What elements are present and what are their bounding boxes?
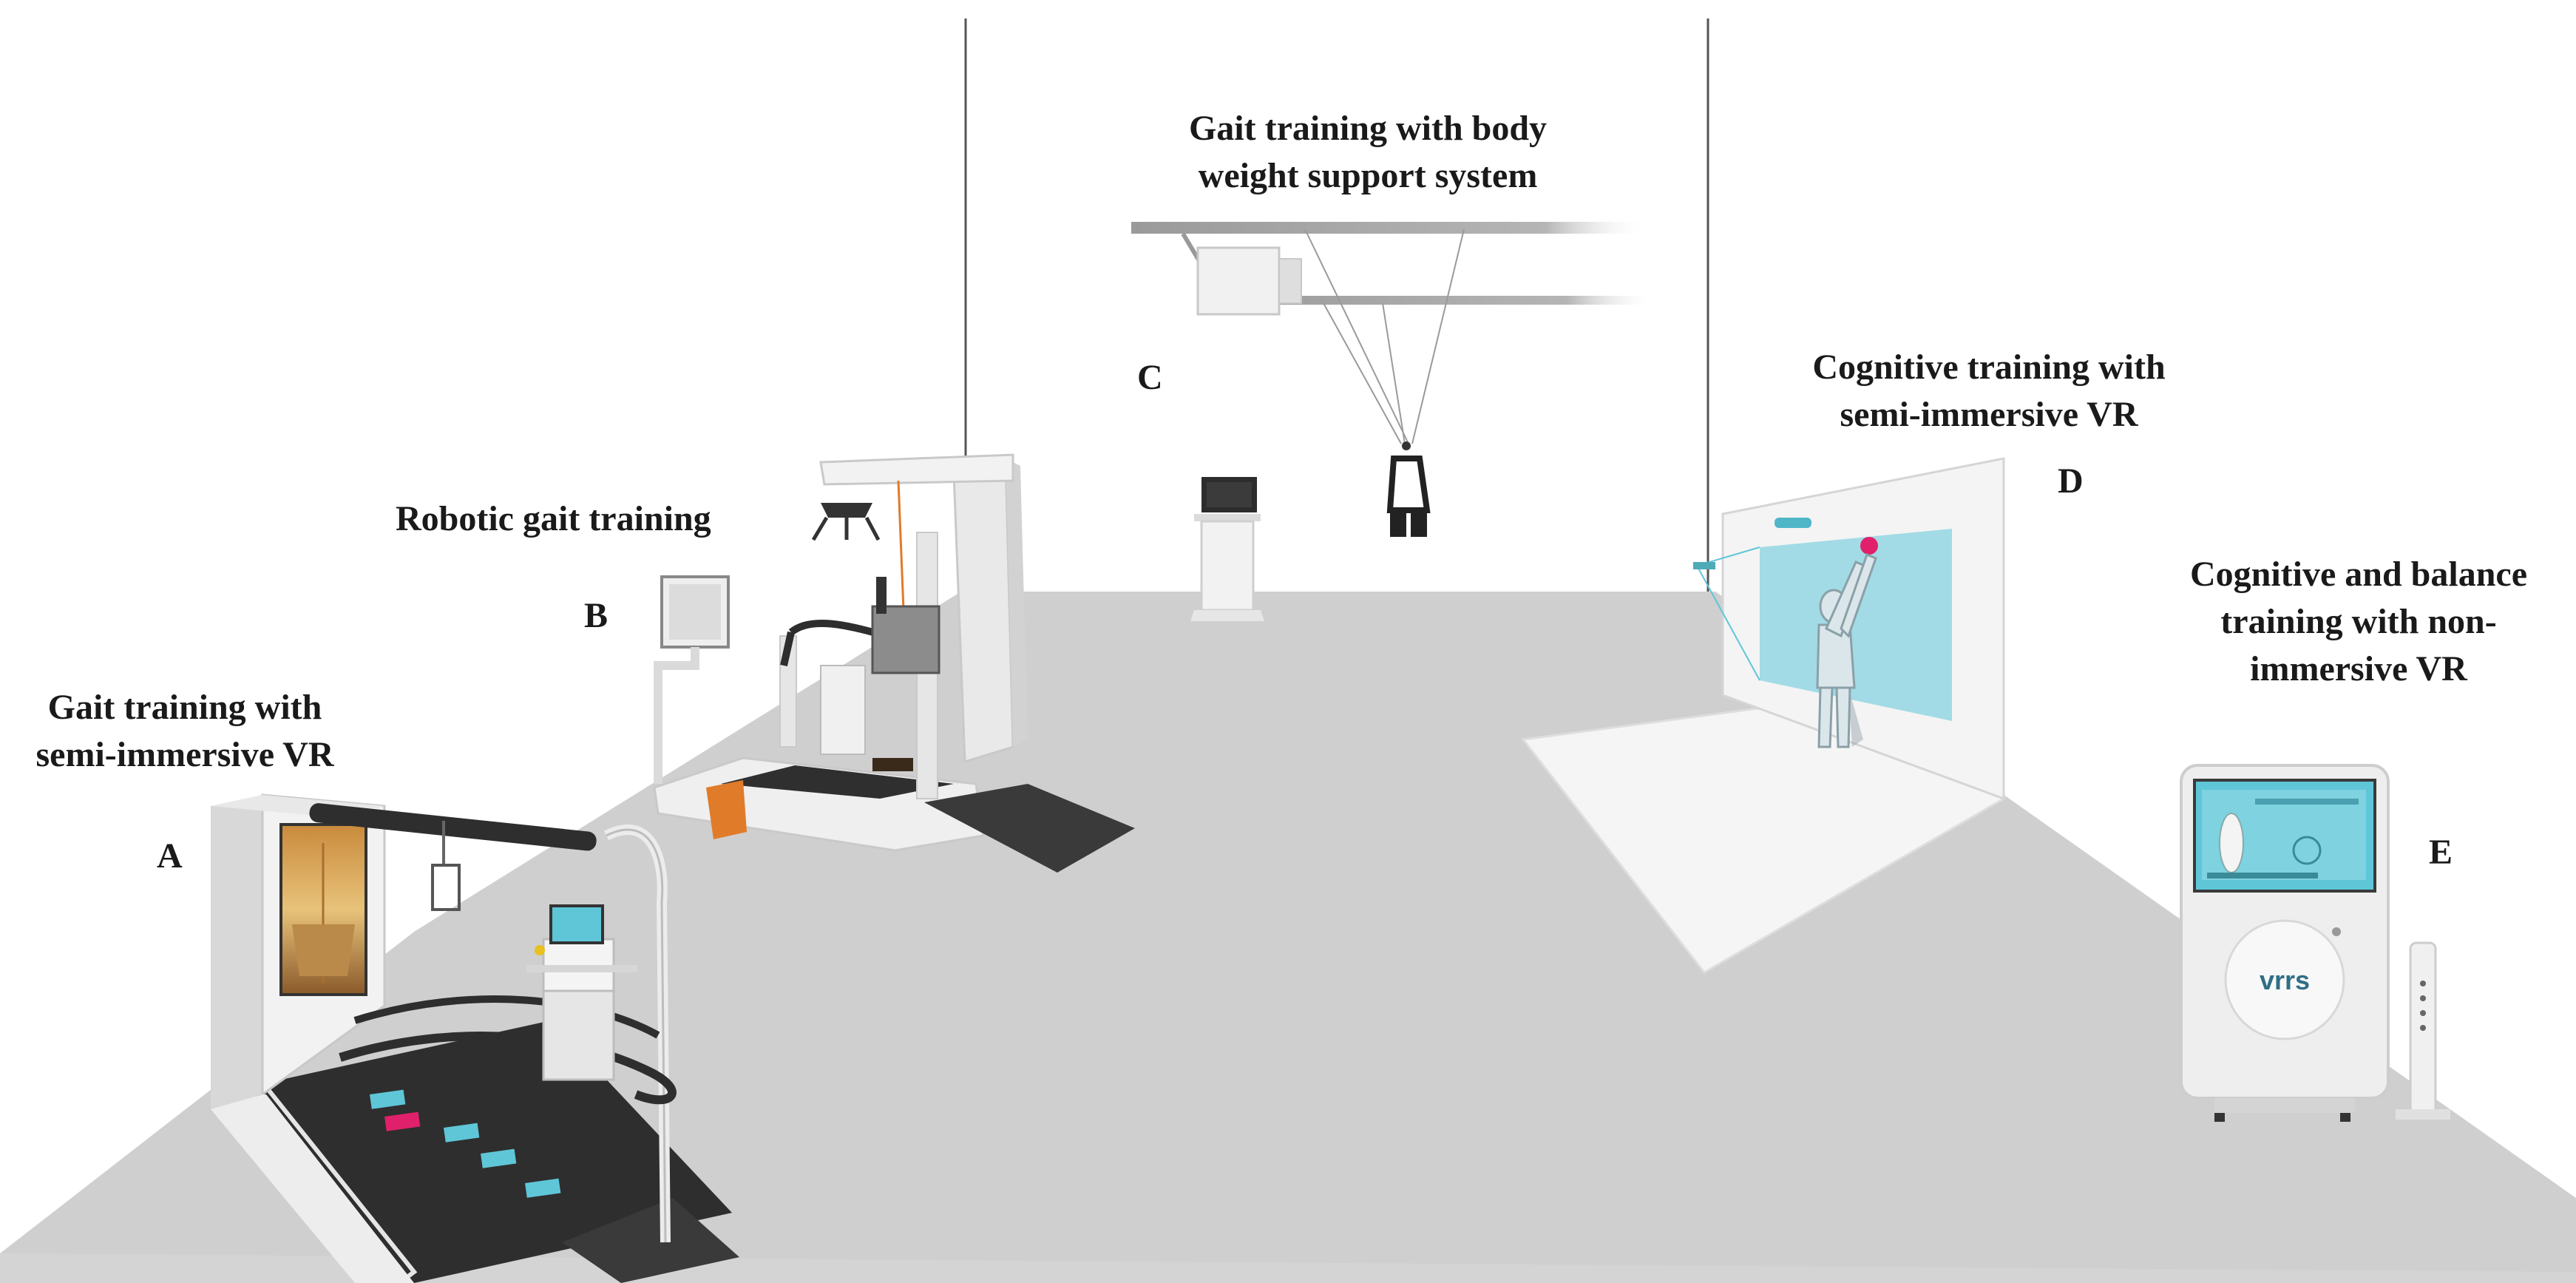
letter-c: C xyxy=(1137,358,1163,397)
caption-d-line2: semi-immersive VR xyxy=(1840,395,2138,434)
station-a-device xyxy=(211,793,739,1283)
vrrs-logo: vrrs xyxy=(2260,965,2310,995)
caption-c-line1: Gait training with body xyxy=(1188,109,1548,148)
caption-e-line1: Cognitive and balance xyxy=(2189,555,2528,594)
caption-station-e: Cognitive and balance training with non-… xyxy=(2159,551,2558,693)
letter-d: D xyxy=(2058,461,2084,501)
caption-a-line1: Gait training with xyxy=(47,688,322,727)
caption-c-line2: weight support system xyxy=(1198,156,1538,195)
caption-d-line1: Cognitive training with xyxy=(1812,348,2166,387)
letter-b: B xyxy=(584,596,609,635)
letter-e: E xyxy=(2429,833,2453,872)
caption-b-line1: Robotic gait training xyxy=(396,499,711,538)
caption-station-c: Gait training with body weight support s… xyxy=(1146,105,1590,200)
station-b-device xyxy=(653,453,1135,873)
caption-e-line2: training with non- xyxy=(2220,602,2497,641)
letter-a: A xyxy=(157,836,183,876)
station-d-device xyxy=(1521,457,2007,974)
caption-station-a: Gait training with semi-immersive VR xyxy=(30,684,340,779)
caption-station-d: Cognitive training with semi-immersive V… xyxy=(1775,344,2203,439)
station-c-device xyxy=(1131,222,1656,621)
station-e-device: vrrs xyxy=(2180,764,2450,1122)
caption-e-line3: immersive VR xyxy=(2250,649,2467,688)
caption-a-line2: semi-immersive VR xyxy=(35,735,334,774)
caption-station-b: Robotic gait training xyxy=(396,495,711,543)
